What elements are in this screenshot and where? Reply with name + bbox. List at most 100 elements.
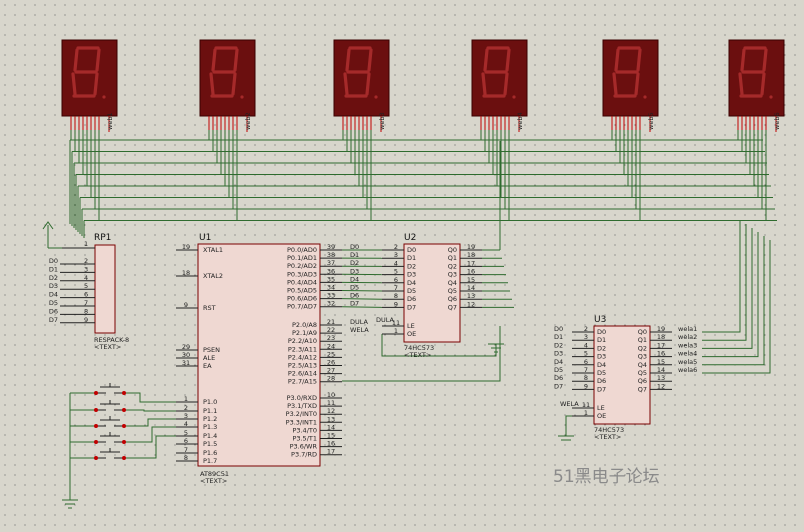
pin-name: XTAL2 — [203, 272, 223, 280]
pin-number: 2 — [584, 325, 588, 333]
pin-name: Q6 — [638, 377, 647, 385]
latch-ref: U3 — [594, 315, 606, 325]
mcu-ref: U1 — [199, 233, 211, 243]
mcu-text: <TEXT> — [200, 477, 227, 485]
pin-name: Q0 — [638, 328, 647, 336]
pin-name: Q2 — [448, 262, 457, 270]
resistor-pack-text: <TEXT> — [94, 343, 121, 351]
display-body — [199, 39, 256, 117]
button-terminal — [94, 391, 98, 395]
pin-number: 1 — [184, 395, 188, 403]
pin-name: Q5 — [638, 369, 647, 377]
data-bus-wire — [341, 306, 383, 308]
pin-number: 19 — [467, 243, 475, 251]
pin-number: 11 — [392, 319, 400, 327]
net-label: D7 — [49, 316, 58, 324]
display-segment — [636, 48, 642, 72]
net-label: D6 — [49, 307, 58, 315]
pin-number: 15 — [467, 276, 475, 284]
pin-number: 34 — [327, 284, 335, 292]
pin-number: 28 — [327, 375, 335, 383]
pin-name: Q3 — [638, 353, 647, 361]
pin-number: 1 — [584, 409, 588, 417]
pin-number: 17 — [327, 448, 335, 456]
display-segment — [367, 48, 373, 72]
pin-number: 5 — [394, 268, 398, 276]
pin-number: 23 — [327, 334, 335, 342]
display-wela-label: web6 — [773, 112, 781, 130]
pin-number: 9 — [84, 316, 88, 324]
pin-number: 5 — [584, 350, 588, 358]
seven-segment-display: web5 — [602, 39, 659, 132]
latch-body — [593, 325, 651, 425]
pin-name: P0.0/AD0 — [287, 246, 317, 254]
net-label: wela1 — [678, 325, 697, 333]
display-wela-label: web4 — [516, 112, 524, 130]
pin-name: Q4 — [638, 361, 647, 369]
net-label: wela3 — [678, 341, 697, 349]
pin-name: RST — [203, 304, 216, 312]
pin-name: D2 — [407, 262, 416, 270]
pin-number: 18 — [657, 333, 665, 341]
display-body — [61, 39, 118, 117]
display-segment — [614, 48, 620, 72]
pin-number: 12 — [327, 407, 335, 415]
wela-wire — [702, 220, 741, 333]
pin-name: P2.1/A9 — [292, 329, 317, 337]
pin-name: P0.1/AD1 — [287, 254, 317, 262]
latch-value: 74HC573 — [404, 344, 434, 352]
display-segment — [231, 72, 237, 96]
pin-number: 8 — [584, 374, 588, 382]
pin-name: ALE — [203, 354, 215, 362]
pin-number: 27 — [327, 367, 335, 375]
net-label: D3 — [350, 267, 359, 275]
pin-number: 1 — [84, 240, 88, 248]
pin-number: 12 — [657, 382, 665, 390]
pin-name: D6 — [407, 295, 416, 303]
pin-number: 3 — [184, 412, 188, 420]
pin-name: P1.5 — [203, 440, 217, 448]
pin-number: 15 — [327, 432, 335, 440]
pin-name: D1 — [597, 336, 606, 344]
display-body — [728, 39, 785, 117]
push-button — [94, 432, 126, 444]
pin-number: 16 — [657, 350, 665, 358]
pin-name: P0.7/AD7 — [287, 303, 317, 311]
net-label: D6 — [554, 374, 563, 382]
pin-name: D6 — [597, 377, 606, 385]
pin-name: LE — [597, 404, 605, 412]
pin-number: 8 — [184, 454, 188, 462]
resistor-pack-rp1: RP1RESPACK-8<TEXT>12D03D14D25D36D47D58D6… — [49, 233, 129, 351]
net-label: D5 — [554, 366, 563, 374]
pin-name: Q4 — [448, 279, 457, 287]
pin-number: 16 — [467, 268, 475, 276]
pin-number: 14 — [657, 366, 665, 374]
seven-segment-display: web3 — [333, 39, 390, 132]
pin-name: P2.4/A12 — [288, 353, 317, 361]
button-wire — [124, 418, 176, 427]
pin-number: 19 — [182, 243, 190, 251]
button-terminal — [94, 456, 98, 460]
pin-name: P1.3 — [203, 423, 217, 431]
pin-name: P0.6/AD6 — [287, 295, 317, 303]
net-label: D0 — [49, 257, 58, 265]
display-segment — [93, 72, 99, 96]
pin-name: Q2 — [638, 344, 647, 352]
pin-number: 7 — [184, 446, 188, 454]
display-segment — [738, 72, 744, 96]
push-button — [94, 416, 126, 428]
button-terminal — [94, 440, 98, 444]
pin-number: 19 — [657, 325, 665, 333]
pin-number: 17 — [657, 341, 665, 349]
seven-segment-display: web2 — [199, 39, 256, 132]
button-terminal — [122, 440, 126, 444]
push-button — [94, 400, 126, 412]
display-dp — [374, 95, 378, 99]
pin-number: 36 — [327, 267, 335, 275]
pin-number: 8 — [84, 307, 88, 315]
net-label: D7 — [554, 382, 563, 390]
net-label: D1 — [554, 333, 563, 341]
pin-number: 1 — [394, 327, 398, 335]
